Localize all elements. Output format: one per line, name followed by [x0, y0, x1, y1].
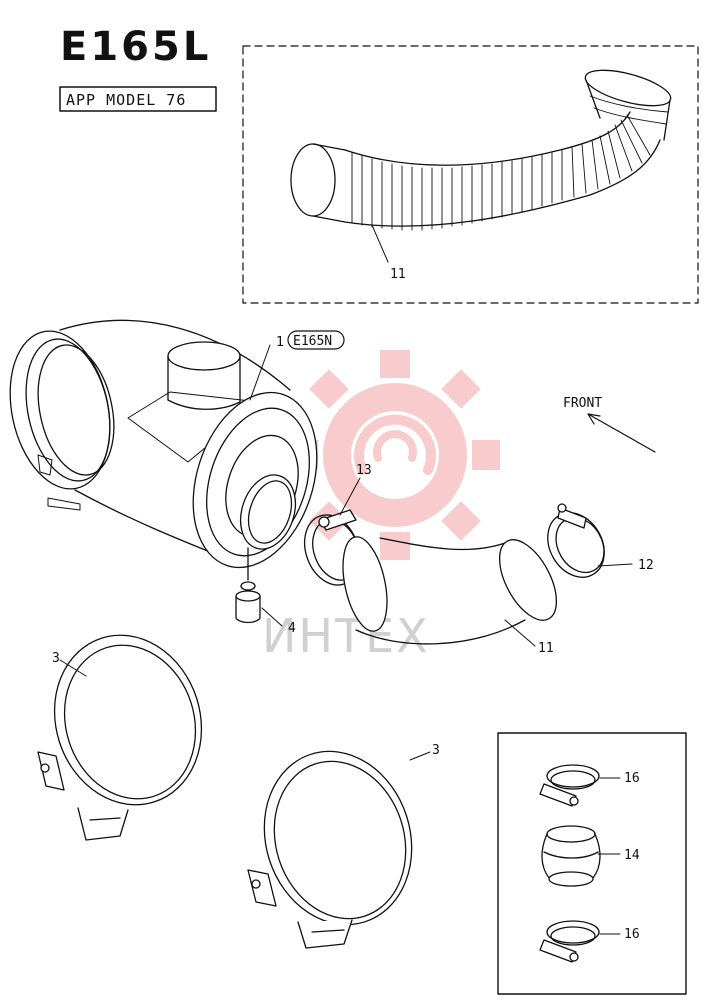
callout-kit-coupler: 14	[624, 848, 640, 863]
callout-clamp-12: 12	[638, 558, 654, 573]
front-direction-arrow	[587, 413, 656, 453]
mounting-band-left	[37, 634, 203, 841]
model-label-box	[59, 86, 217, 112]
callout-kit-clamp-top: 16	[624, 771, 640, 786]
kit-clamp-top	[539, 764, 621, 807]
kit-panel	[497, 732, 687, 995]
flexible-hose	[290, 69, 672, 263]
model-label: APP MODEL 76	[66, 91, 186, 109]
callout-valve-4: 4	[288, 621, 296, 636]
callout-kit-clamp-bottom: 16	[624, 927, 640, 942]
page-title: E165L	[60, 24, 211, 70]
kit-clamp-bottom	[539, 920, 621, 963]
callout-air-cleaner-code: E165N	[293, 334, 332, 349]
callout-hose-11: 11	[538, 641, 554, 656]
kit-rubber-coupler	[541, 825, 621, 887]
air-cleaner-code-box	[287, 330, 345, 350]
callout-air-cleaner: 1	[276, 335, 284, 350]
watermark-brand-text: ИНТЕХ	[262, 609, 430, 663]
callout-clamp-13: 13	[356, 463, 372, 478]
watermark-logo	[290, 350, 500, 560]
callout-band-left: 3	[52, 651, 60, 666]
hose-clamp-12	[547, 503, 633, 578]
alt-hose-panel	[242, 45, 699, 304]
mounting-band-right	[247, 750, 431, 949]
orientation-front-label: FRONT	[563, 396, 602, 411]
intake-hose-elbow	[342, 536, 558, 647]
air-cleaner-assembly	[9, 319, 318, 627]
callout-hose-flex: 11	[390, 267, 406, 282]
callout-band-right: 3	[432, 743, 440, 758]
